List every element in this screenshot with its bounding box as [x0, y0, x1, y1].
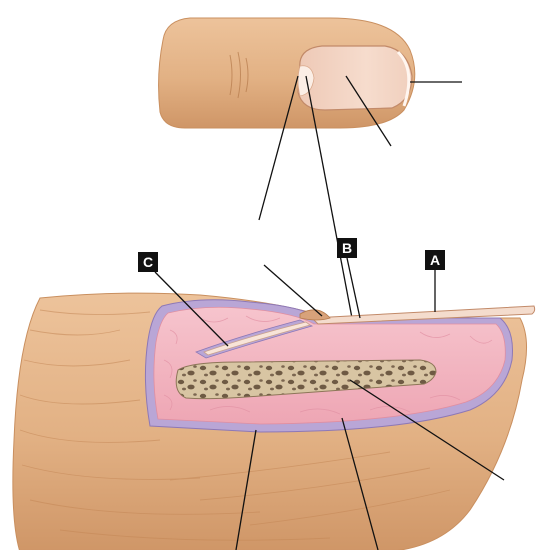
leader-lunula [258, 75, 299, 221]
dermis-texture [163, 315, 493, 415]
leader-dermis [341, 417, 379, 550]
knuckle-creases [229, 51, 249, 99]
section-leader-lines [154, 257, 505, 550]
nail-root [203, 321, 311, 356]
lunula [297, 65, 315, 97]
leader-eponychium-section [263, 264, 323, 317]
label-a: A [425, 250, 445, 270]
leader-epidermis [235, 429, 257, 550]
top-leader-lines [258, 75, 462, 319]
finger-section-view [12, 292, 536, 550]
leader-eponychium [305, 75, 353, 319]
finger-top-view [158, 17, 416, 129]
free-edge-top [396, 50, 411, 107]
nail-top-view [297, 45, 413, 111]
leader-bone [349, 379, 505, 481]
label-c: C [138, 252, 158, 272]
leader-c [154, 271, 229, 347]
leader-nail-body [345, 75, 392, 147]
leader-b [346, 257, 361, 319]
cuticle [299, 309, 331, 321]
label-b: B [337, 238, 357, 258]
nail-plate [310, 305, 536, 325]
skin-texture [19, 309, 451, 541]
distal-phalanx-bone [175, 359, 437, 400]
